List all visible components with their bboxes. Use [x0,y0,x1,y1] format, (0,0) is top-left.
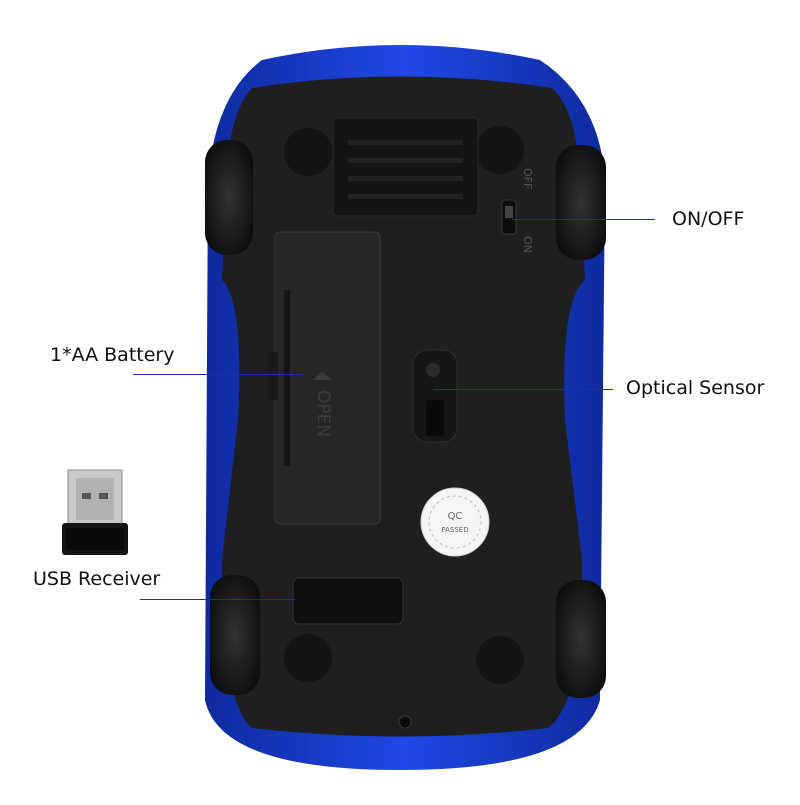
qc-sticker-text-2: PASSED [441,526,468,534]
rear-screw [398,715,412,729]
foot-pad [476,126,524,174]
leader-line-optical-sensor [433,389,613,390]
qc-sticker-text: QC [448,511,463,522]
leader-line-battery [133,374,303,375]
wheel-rear-left [210,575,260,695]
callout-battery: 1*AA Battery [50,344,175,366]
optical-sensor-lens [426,363,440,377]
leader-line-on-off [512,219,655,220]
leader-line-usb-receiver [140,599,295,600]
wheel-front-left [205,140,253,255]
callout-on-off: ON/OFF [672,208,745,230]
switch-off-marking: OFF [521,168,534,189]
receiver-storage-slot [292,577,404,625]
usb-receiver [62,469,128,555]
callout-usb-receiver: USB Receiver [33,568,161,590]
power-switch-knob [505,206,513,218]
wheel-front-right [556,145,606,260]
foot-pad [284,128,332,176]
callout-optical-sensor: Optical Sensor [626,377,765,399]
foot-pad [476,636,524,684]
switch-on-marking: ON [521,236,534,253]
foot-pad [284,634,332,682]
battery-door-open-marking: OPEN [313,390,333,437]
optical-sensor-housing [412,349,458,443]
wheel-rear-right [556,580,606,698]
qc-passed-sticker [420,487,490,557]
label-plate [332,117,479,217]
